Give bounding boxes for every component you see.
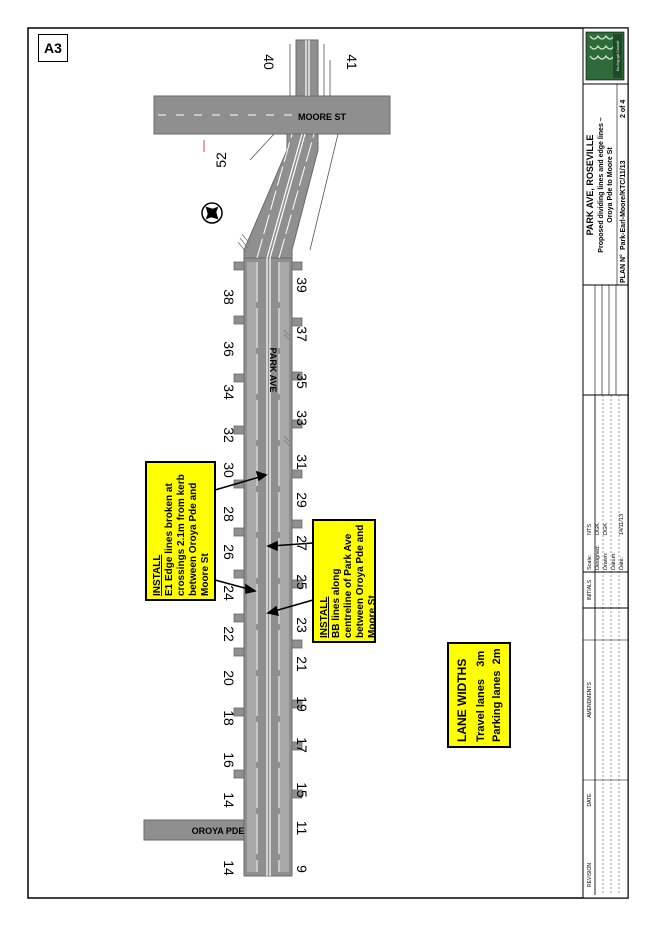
lot-number: 15 bbox=[294, 782, 310, 798]
road-network bbox=[143, 39, 391, 877]
project-description: Oroya Pde to Moore St bbox=[607, 147, 614, 223]
title-block-header: INITIALS bbox=[587, 579, 593, 600]
lot-number: 28 bbox=[221, 506, 237, 522]
lot-number: 30 bbox=[221, 462, 237, 478]
moore-north-leg bbox=[295, 39, 319, 97]
title-block-field-value: 14/11/13 bbox=[619, 514, 625, 535]
callout-edge-lines: INSTALL E1 Edge lines broken at crossing… bbox=[145, 461, 216, 601]
edge-line-bend-east bbox=[278, 133, 315, 259]
project-title: PARK AVE, ROSEVILLE bbox=[585, 135, 595, 236]
lot-number: 34 bbox=[221, 384, 237, 400]
lot-number: 17 bbox=[294, 737, 310, 753]
plan-number: Park-Earl-Moore/KTC/11/13 bbox=[620, 160, 627, 250]
lot-number: 38 bbox=[221, 289, 237, 305]
leader-arrows bbox=[214, 470, 314, 616]
callout-line: centreline of Park Ave bbox=[343, 533, 354, 638]
parking-lane-east bbox=[280, 262, 289, 872]
lot-number: 20 bbox=[221, 670, 237, 686]
lot-number: 16 bbox=[221, 752, 237, 768]
callout-heading: LANE WIDTHS bbox=[455, 659, 469, 742]
lot-number: 31 bbox=[294, 454, 310, 470]
callout-line: between Oroya Pde and bbox=[188, 483, 199, 596]
lot-number: 40 bbox=[261, 54, 277, 70]
hatched-areas bbox=[237, 233, 291, 447]
centreline-bend-1 bbox=[266, 133, 303, 259]
arrow-head-icon bbox=[266, 605, 280, 616]
callout-heading: INSTALL bbox=[152, 555, 163, 596]
callout-line: Parking lanes 2m bbox=[491, 648, 503, 742]
lot-number: 9 bbox=[294, 865, 310, 873]
callout-line: Moore St bbox=[200, 553, 211, 596]
callout-line: Travel lanes 3m bbox=[475, 651, 487, 742]
project-description: Proposed dividing lines and edge lines – bbox=[598, 117, 605, 252]
kerb-lines bbox=[249, 44, 339, 251]
council-logo: Ku-ring-gai Council bbox=[585, 31, 625, 81]
title-block: REVISION DATE AMENDMENTS INITIALS Scale:… bbox=[582, 27, 629, 899]
council-logo-text: Ku-ring-gai Council bbox=[616, 41, 620, 72]
title-block-field-value: DGK bbox=[603, 523, 609, 535]
lot-number: 18 bbox=[221, 710, 237, 726]
arrow-head-icon bbox=[255, 470, 268, 482]
arrow-head-icon bbox=[266, 540, 278, 552]
lot-number: 26 bbox=[221, 544, 237, 560]
lot-number: 37 bbox=[294, 326, 310, 342]
title-block-header: AMENDMENTS bbox=[587, 682, 593, 718]
street-label-moore-st: MOORE ST bbox=[298, 112, 347, 122]
lot-number: 25 bbox=[294, 574, 310, 590]
plan-number-label: PLAN N° bbox=[619, 254, 627, 283]
callout-lane-widths: LANE WIDTHS Travel lanes 3m Parking lane… bbox=[447, 642, 511, 748]
sheet-number: 2 of 4 bbox=[620, 100, 627, 118]
lot-number: 52 bbox=[213, 152, 229, 168]
east-lot-numbers: 39 37 35 33 31 29 27 25 23 21 19 17 15 1… bbox=[294, 277, 310, 873]
title-block-field-value: DGK bbox=[595, 523, 601, 535]
title-block-field-label: Drawn: bbox=[603, 552, 609, 570]
street-label-oroya-pde: OROYA PDE bbox=[192, 826, 245, 836]
callout-line: E1 Edge lines broken at bbox=[164, 483, 175, 596]
sheet-size-label: A3 bbox=[38, 34, 68, 62]
callout-line: crossings 2.1m from kerb bbox=[176, 474, 187, 596]
drawing-frame bbox=[27, 27, 629, 899]
title-block-field-label: Scale: bbox=[587, 554, 593, 570]
callout-line: BB lines along bbox=[331, 569, 342, 638]
lot-number: 14 bbox=[221, 860, 237, 876]
callout-line: Moore St bbox=[367, 595, 378, 638]
park-ave-bend bbox=[243, 133, 319, 259]
street-label-park-ave: PARK AVE bbox=[268, 348, 278, 393]
lot-number: 23 bbox=[294, 617, 310, 633]
lot-number: 29 bbox=[294, 492, 310, 508]
lot-number: 41 bbox=[344, 54, 360, 70]
north-arrow-icon bbox=[201, 202, 223, 224]
callout-line: between Oroya Pde and bbox=[355, 525, 366, 638]
lot-number: 32 bbox=[221, 427, 237, 443]
lot-number: 39 bbox=[294, 277, 310, 293]
title-block-header: DATE bbox=[587, 793, 593, 807]
title-block-header: REVISION bbox=[587, 863, 593, 887]
lot-number: 14 bbox=[221, 792, 237, 808]
lot-number: 33 bbox=[294, 410, 310, 426]
lot-number: 22 bbox=[221, 626, 237, 642]
title-block-field-label: Designed: bbox=[595, 545, 601, 570]
title-block-field-label: Date: bbox=[619, 556, 625, 570]
oroya-pde-road bbox=[143, 819, 245, 841]
parking-lane-west bbox=[247, 262, 256, 872]
callout-centre-lines: INSTALL BB lines along centreline of Par… bbox=[312, 519, 378, 643]
lot-number: 11 bbox=[294, 821, 310, 836]
driveway-crossings bbox=[233, 261, 303, 799]
arrow-head-icon bbox=[245, 583, 257, 594]
edge-line-bend-west bbox=[256, 133, 293, 259]
west-lot-numbers: 38 36 34 32 30 28 26 24 22 20 18 16 14 1… bbox=[221, 289, 237, 876]
lot-number: 35 bbox=[294, 373, 310, 389]
title-block-field-label: Datum: bbox=[611, 552, 617, 570]
title-block-field-value: NTS bbox=[587, 524, 593, 535]
lot-number: 21 bbox=[294, 656, 310, 672]
lot-number: 36 bbox=[221, 341, 237, 357]
callout-heading: INSTALL bbox=[319, 597, 330, 638]
centreline-bend-2 bbox=[269, 133, 306, 259]
lot-number: 19 bbox=[294, 696, 310, 712]
lot-number: 24 bbox=[221, 585, 237, 601]
